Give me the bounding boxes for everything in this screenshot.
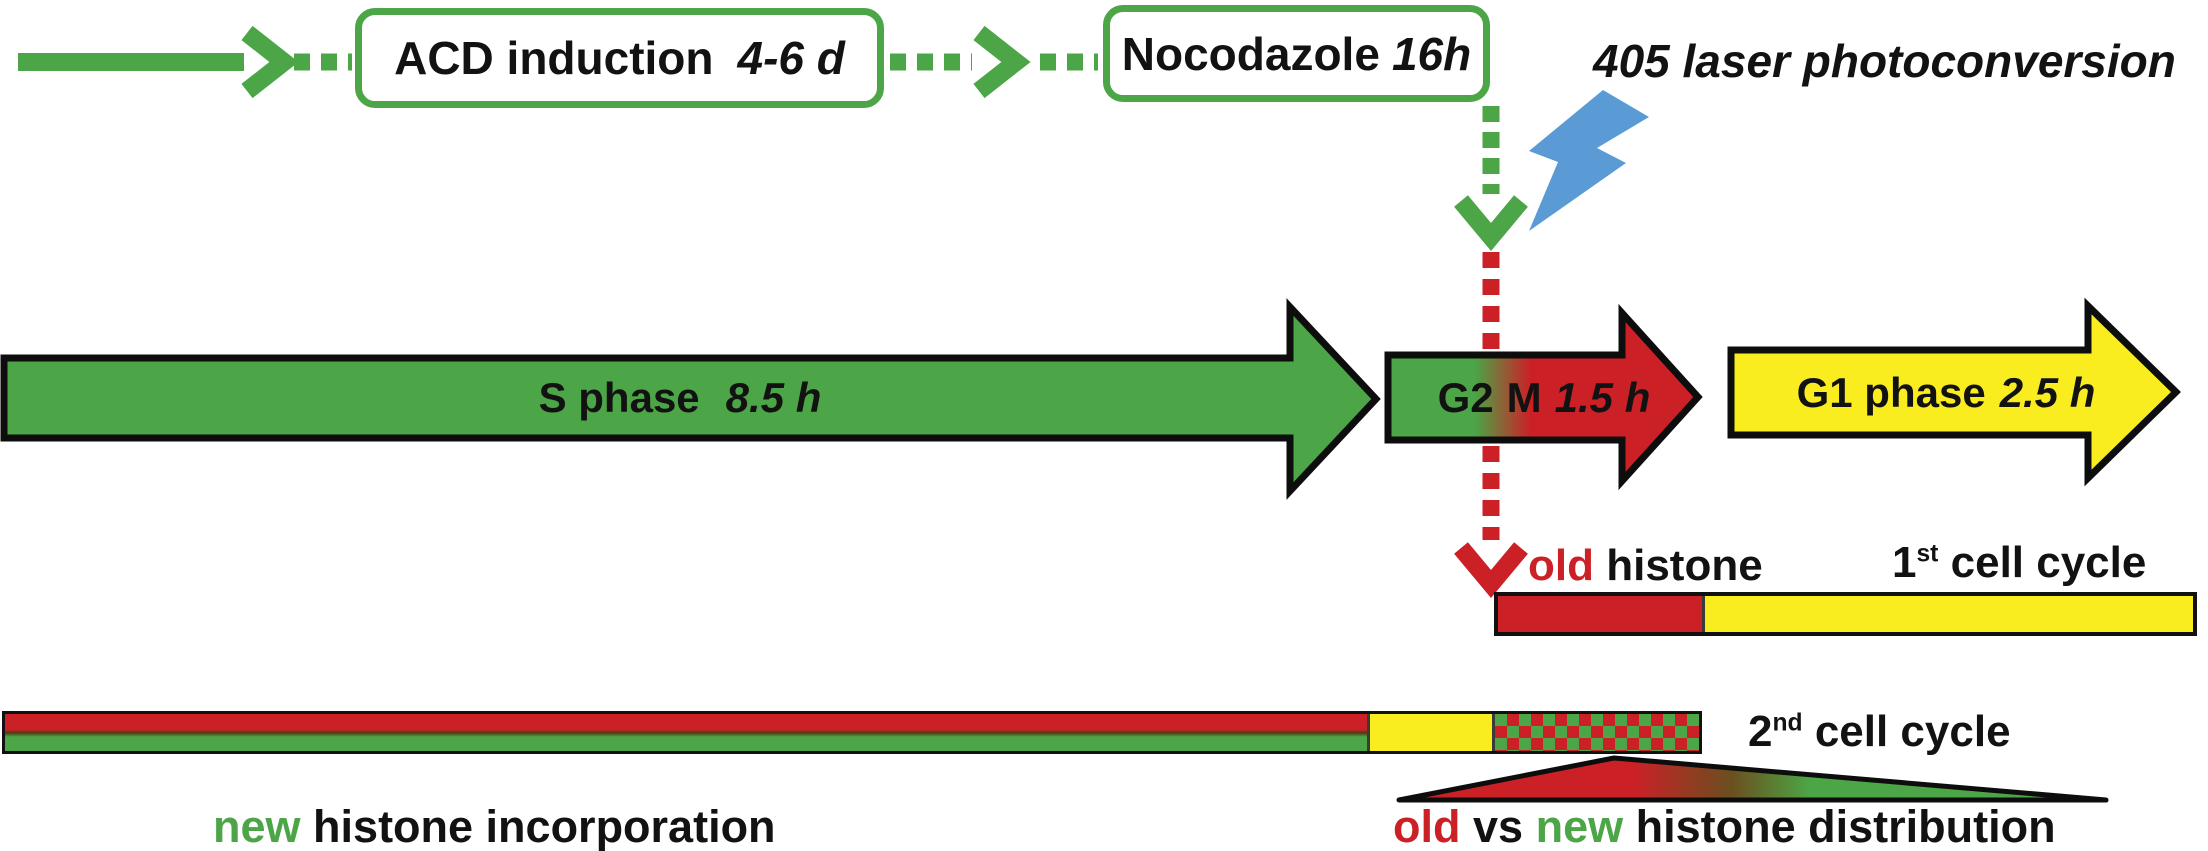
- second-cycle-new-old-segment: [5, 714, 1367, 751]
- distribution-new: new: [1535, 801, 1624, 851]
- first-cycle-old-histone-segment: [1498, 596, 1702, 632]
- second-cycle-g1-segment: [1370, 714, 1492, 751]
- distribution-vs: vs: [1473, 801, 1524, 851]
- first-cycle-ordinal: 1: [1892, 538, 1917, 587]
- timeline-start-arrowhead-icon: [241, 25, 299, 99]
- second-cycle-bar: [2, 711, 1702, 754]
- second-cell-cycle-label: 2nd cell cycle: [1748, 707, 2011, 757]
- g1-duration: 2.5 h: [1999, 368, 2096, 416]
- distribution-rest: histone distribution: [1635, 801, 2056, 851]
- second-cycle-text: cell cycle: [1814, 707, 2011, 756]
- nocodazole-box: Nocodazole 16h: [1103, 5, 1490, 102]
- first-cycle-bar: [1494, 592, 2197, 636]
- segment-divider: [1367, 714, 1370, 751]
- acd-induction-duration: 4-6 d: [737, 32, 845, 84]
- g1-phase-label: G1 phase 2.5 h: [1731, 350, 2161, 435]
- g1-phase-arrow: [1727, 297, 2182, 487]
- g2m-arrow: [1384, 303, 1703, 491]
- timeline-start-arrow-shaft: [18, 53, 244, 71]
- acd-induction-label: ACD induction: [394, 32, 714, 84]
- first-cell-cycle-label: 1st cell cycle: [1892, 538, 2146, 588]
- second-cycle-mixed-histone-segment: [1495, 714, 1699, 751]
- photoconversion-label: 405 laser photoconversion: [1593, 35, 2176, 87]
- lightning-bolt-icon: [1529, 90, 1649, 231]
- s-phase-duration: 8.5 h: [725, 374, 822, 421]
- old-histone-rest: histone: [1606, 541, 1763, 590]
- new-histone-incorporation-label: new histone incorporation: [213, 801, 776, 851]
- first-cycle-text: cell cycle: [1950, 538, 2147, 587]
- red-down-arrowhead-icon: [1454, 542, 1528, 599]
- first-cycle-g1-segment: [1705, 596, 2193, 632]
- s-phase-arrow: [0, 298, 1381, 500]
- second-cycle-ordinal: 2: [1748, 707, 1773, 756]
- distribution-gradient-triangle: [1396, 755, 2109, 803]
- g2-name: G2: [1437, 373, 1494, 421]
- g2m-duration: 1.5 h: [1554, 373, 1651, 421]
- nocodazole-duration: 16h: [1391, 27, 1472, 80]
- new-histone-rest: histone incorporation: [313, 801, 776, 851]
- new-histone-new: new: [213, 801, 301, 851]
- distribution-old: old: [1393, 801, 1461, 851]
- segment-divider: [1702, 596, 1705, 632]
- old-histone-label: old histone: [1528, 541, 1763, 591]
- g2m-label: G2 M 1.5 h: [1388, 355, 1700, 440]
- s-phase-name: S phase: [538, 374, 700, 421]
- acd-induction-box: ACD induction 4-6 d: [355, 8, 884, 108]
- old-vs-new-distribution-label: old vs new histone distribution: [1393, 801, 2056, 851]
- dashed-connector-arrowhead-icon: [973, 25, 1031, 99]
- nocodazole-label: Nocodazole: [1121, 27, 1380, 80]
- g1-name: G1 phase: [1796, 368, 1986, 416]
- m-name: M: [1506, 373, 1542, 421]
- first-cycle-ordinal-suffix: st: [1916, 540, 1939, 568]
- old-histone-old: old: [1528, 541, 1594, 590]
- s-phase-label: S phase 8.5 h: [40, 358, 1320, 438]
- second-cycle-ordinal-suffix: nd: [1772, 709, 1803, 737]
- green-down-arrowhead-icon: [1454, 195, 1528, 252]
- segment-divider: [1492, 714, 1495, 751]
